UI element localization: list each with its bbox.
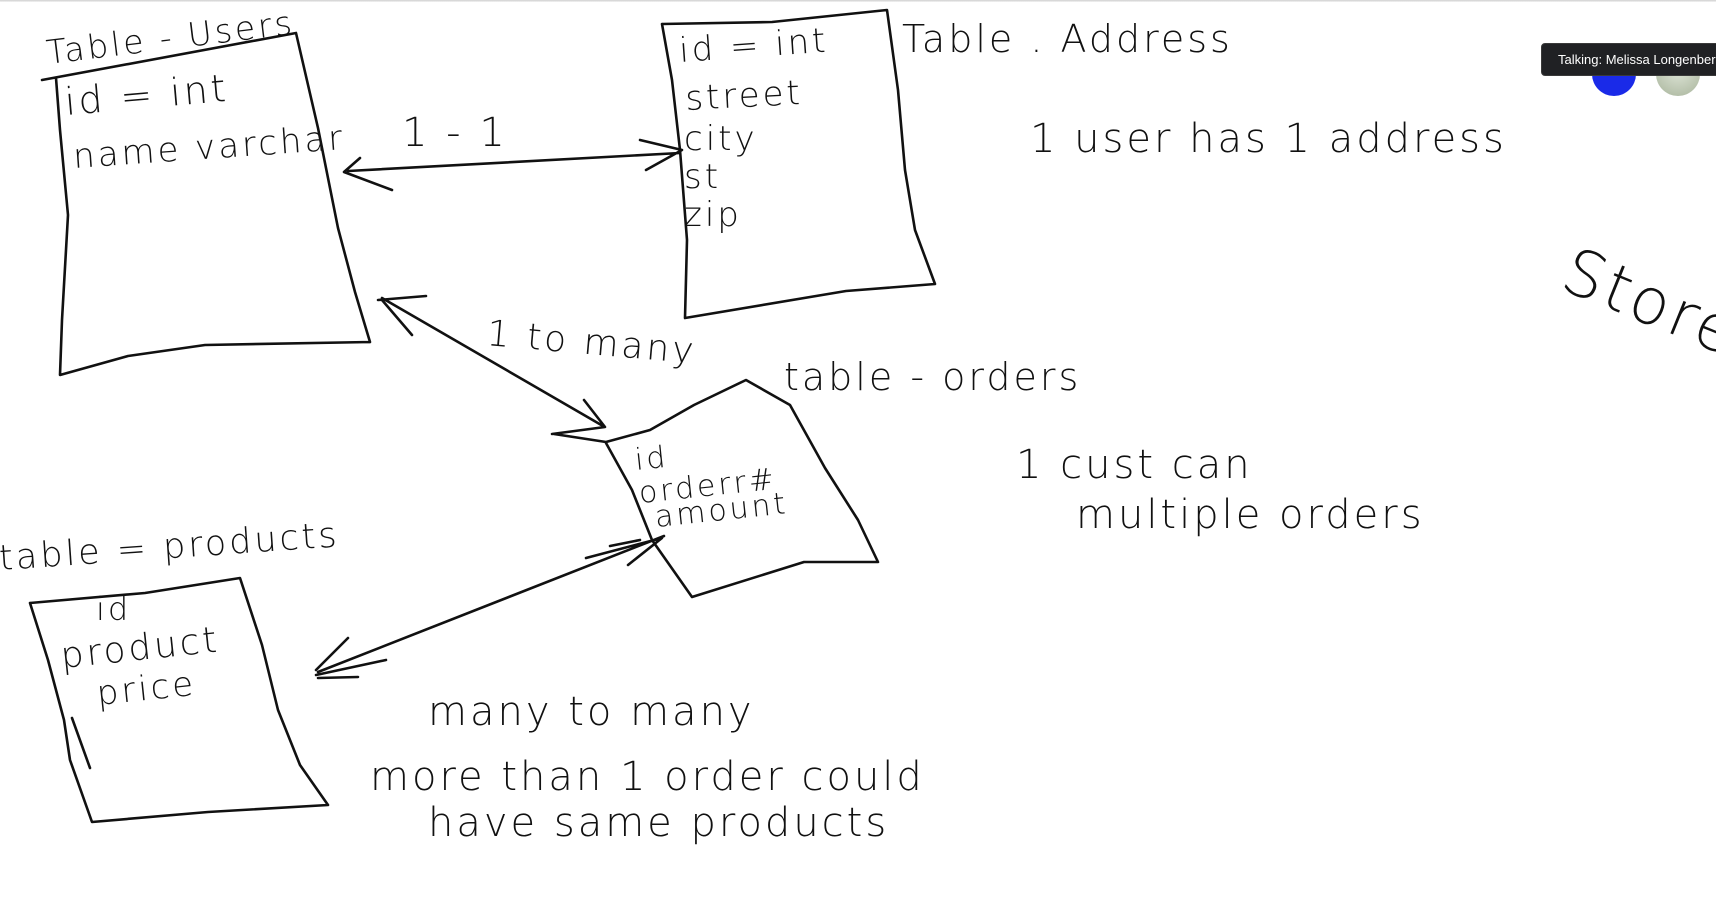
many-to-many-label: many to many — [428, 689, 755, 735]
address-field-city: city — [684, 119, 758, 159]
users-table-box — [40, 31, 372, 377]
address-table[interactable]: Table . Address id = int street city st … — [660, 8, 1233, 320]
products-field-product: product — [59, 620, 222, 677]
address-field-st: st — [684, 157, 721, 197]
one-to-one-relationship[interactable]: 1 - 1 — [342, 110, 684, 192]
orders-table-box — [552, 378, 880, 599]
address-field-zip: zip — [684, 195, 742, 235]
note-store: Store — [1552, 234, 1716, 372]
users-field-id: id = int — [63, 66, 230, 124]
address-table-title: Table . Address — [902, 17, 1233, 61]
one-to-one-arrow — [342, 138, 684, 192]
products-field-id: id — [96, 590, 131, 628]
users-table[interactable]: Table - Users id = int name varchar — [40, 3, 372, 377]
address-field-id: id = int — [678, 21, 830, 71]
one-to-many-label: 1 to many — [485, 313, 698, 372]
orders-field-id: id — [633, 440, 670, 478]
products-table[interactable]: table = products id product price — [0, 515, 341, 824]
one-to-one-label: 1 - 1 — [402, 110, 508, 156]
one-to-many-relationship[interactable]: 1 to many — [376, 294, 698, 436]
orders-table[interactable]: table - orders id orderr# amount — [552, 355, 1081, 599]
many-to-many-relationship[interactable]: many to many — [314, 534, 755, 735]
products-table-box — [28, 576, 330, 824]
orders-table-title: table - orders — [784, 355, 1081, 399]
window-top-edge — [0, 0, 1716, 2]
one-to-many-arrow — [376, 294, 607, 436]
note-order-products-2: have same products — [428, 800, 889, 846]
note-cust-orders-1: 1 cust can — [1016, 442, 1253, 488]
many-to-many-arrow — [314, 534, 666, 680]
note-cust-orders-2: multiple orders — [1076, 492, 1425, 538]
note-user-address: 1 user has 1 address — [1030, 116, 1507, 162]
address-field-street: street — [684, 73, 803, 119]
talking-indicator: Talking: Melissa Longenberger — [1541, 43, 1716, 76]
note-order-products-1: more than 1 order could — [370, 754, 925, 800]
products-table-title: table = products — [0, 515, 341, 579]
users-field-name: name varchar — [72, 118, 347, 177]
users-table-title: Table - Users — [44, 3, 297, 72]
